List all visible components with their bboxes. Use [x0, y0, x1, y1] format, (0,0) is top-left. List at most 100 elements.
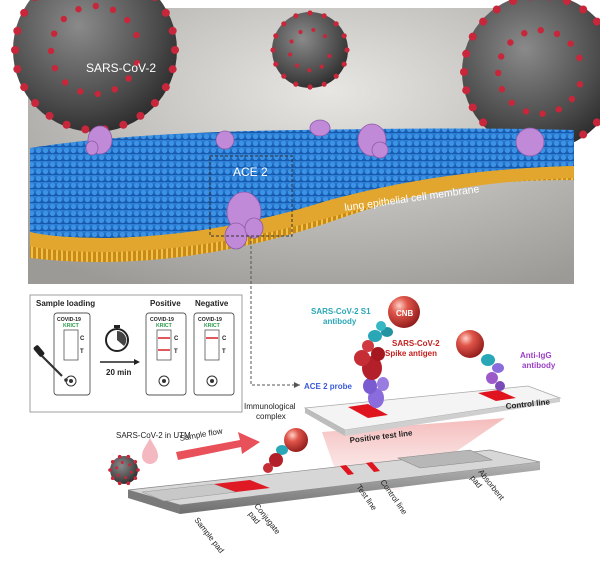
virus-spike	[129, 470, 133, 474]
sample-pad-label: Sample pad	[192, 516, 225, 555]
virus-spike	[133, 459, 138, 464]
virus-spike	[119, 120, 128, 129]
virus-spike	[161, 83, 170, 92]
virus-spike	[92, 2, 99, 10]
virus-spike	[509, 0, 518, 5]
virus-spike	[507, 39, 514, 46]
virus-spike	[62, 120, 71, 129]
connector-dashed-line	[250, 236, 300, 386]
virus-spike	[136, 468, 140, 472]
virus-spike	[124, 476, 128, 479]
virus-spike	[333, 73, 339, 79]
virus-spike	[498, 86, 506, 93]
virus-spike	[311, 27, 316, 33]
cassette-title: COVID-19	[198, 317, 222, 323]
virus-spike	[479, 17, 488, 26]
virus-spike	[576, 54, 583, 62]
virus-spike	[94, 90, 101, 98]
virus-utm-icon	[108, 454, 140, 486]
virus-spike	[341, 33, 347, 39]
virus-spike	[281, 21, 287, 27]
virus-spike	[333, 21, 339, 27]
virus-spike	[508, 99, 515, 106]
virus-spike	[294, 63, 300, 68]
conjugate-pad	[214, 480, 270, 492]
t-mark: T	[222, 349, 226, 355]
virus-spike	[288, 52, 293, 57]
virus-spike	[567, 40, 574, 47]
utm-label: SARS-CoV-2 in UTM	[116, 431, 191, 440]
virus-spike	[171, 46, 179, 54]
virus-spike	[13, 65, 22, 74]
virus-spike	[168, 65, 177, 74]
virus-spike	[108, 468, 112, 472]
virus-spike	[322, 34, 328, 39]
virus-spike	[111, 86, 118, 93]
cassette-brand: KRICT	[204, 323, 221, 329]
virus-spike	[133, 31, 140, 39]
negative-label: Negative	[195, 299, 229, 308]
anti-igg-label-1: Anti-IgG	[520, 351, 552, 360]
s1-antibody-icon	[368, 321, 393, 342]
virus-spike	[492, 5, 501, 14]
workflow-panel: Sample loading Positive Negative COVID-1…	[29, 294, 243, 413]
virus-spike	[109, 6, 117, 14]
connector-arrow-icon	[294, 382, 300, 388]
virus-spike	[341, 61, 347, 67]
cassette-sample: COVID-19 KRICT C T	[53, 312, 91, 396]
spike-antigen-label-2: Spike antigen	[385, 349, 437, 358]
virus-spike	[462, 49, 471, 58]
cassette-title: COVID-19	[150, 317, 174, 323]
ace2-receptor-icon	[215, 130, 235, 150]
control-line	[366, 462, 380, 472]
virus-spike	[555, 106, 562, 113]
virus-spike	[592, 17, 600, 26]
virus-spike	[568, 95, 576, 103]
virus-spike	[13, 26, 22, 35]
virus-spike	[150, 99, 159, 108]
cassette-negative: COVID-19 KRICT C T	[193, 312, 235, 396]
virus-spike	[479, 118, 488, 127]
virus-spike	[592, 118, 600, 127]
ace2-probe-icon	[363, 377, 389, 408]
virus-spike	[344, 47, 350, 53]
virus-spike	[32, 0, 38, 1]
virus-spike	[126, 454, 131, 459]
virus-spike	[117, 481, 122, 486]
s1-antibody-label-1: SARS-CoV-2 S1	[311, 307, 371, 316]
spike-antigen-icon	[354, 340, 385, 380]
test-line	[340, 465, 354, 475]
time-arrow-icon	[134, 359, 140, 365]
virus-spike	[47, 47, 55, 55]
sample-loading-label: Sample loading	[36, 299, 95, 308]
cassette-title: COVID-19	[57, 317, 81, 323]
virus-spike	[51, 64, 59, 72]
cnb-nanobead-icon	[388, 296, 420, 328]
virus-spike	[460, 68, 468, 76]
c-mark: C	[80, 336, 85, 342]
virus-spike	[120, 461, 124, 464]
immunological-complex-icon	[263, 428, 308, 473]
positive-label: Positive	[150, 299, 181, 308]
control-nanobead-icon	[456, 330, 484, 358]
virus-spike	[553, 30, 561, 38]
virus-spike	[133, 59, 141, 67]
virus-spike	[293, 81, 299, 87]
virus-spike	[307, 68, 312, 73]
virus-spike	[307, 10, 313, 16]
virus-spike	[321, 13, 327, 19]
virus-spike	[20, 83, 29, 92]
virus-spike	[497, 53, 505, 60]
complex-label-2: complex	[256, 412, 286, 421]
virus-spike	[289, 39, 294, 44]
virus-spike	[528, 0, 533, 1]
dropper-icon	[33, 345, 68, 382]
virus-spike	[110, 459, 115, 464]
virus-spike	[128, 463, 132, 467]
virus-spike	[293, 13, 299, 19]
virus-spike	[273, 33, 279, 39]
s1-antibody-label-2: antibody	[323, 317, 357, 326]
ace2-receptor-icon	[85, 125, 113, 156]
